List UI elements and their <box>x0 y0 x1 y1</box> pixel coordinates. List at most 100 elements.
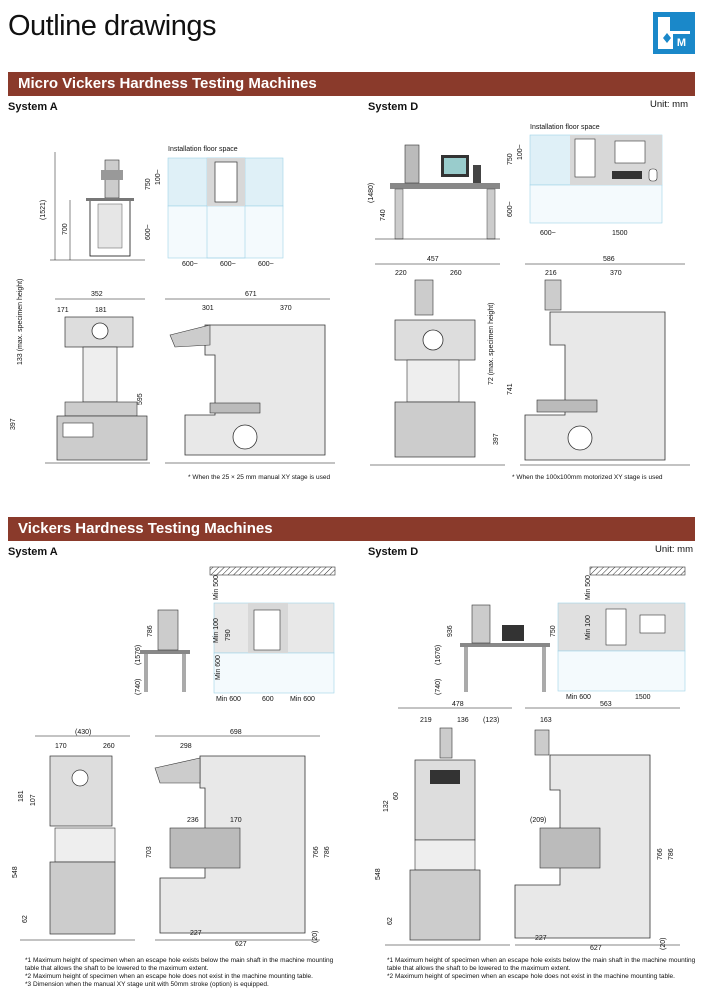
svg-text:Min 500: Min 500 <box>213 575 220 600</box>
svg-text:786: 786 <box>668 848 675 860</box>
s2d-front-side-views: 478 219 136 (123) 132 60 548 62 563 163 … <box>375 701 680 952</box>
svg-text:698: 698 <box>230 729 242 736</box>
system-a-label: System A <box>8 101 58 113</box>
svg-text:(209): (209) <box>530 817 546 824</box>
svg-text:740: 740 <box>380 209 387 221</box>
svg-text:170: 170 <box>55 743 67 750</box>
section-banner-micro-vickers: Micro Vickers Hardness Testing Machines <box>8 72 695 96</box>
svg-text:170: 170 <box>230 817 242 824</box>
svg-text:Installation floor space: Installation floor space <box>530 124 600 131</box>
s1d-footnote: * When the 100x100mm motorized XY stage … <box>512 474 663 481</box>
svg-text:370: 370 <box>610 270 622 277</box>
svg-text:(740): (740) <box>435 679 442 695</box>
s2a-note-1: *1 Maximum height of specimen when an es… <box>25 957 334 964</box>
svg-text:600~: 600~ <box>145 224 152 240</box>
s2a-notes: *1 Maximum height of specimen when an es… <box>25 957 355 989</box>
svg-text:132: 132 <box>383 800 390 812</box>
svg-text:1500: 1500 <box>612 230 628 237</box>
svg-text:(1521): (1521) <box>40 200 47 220</box>
svg-text:766: 766 <box>657 848 664 860</box>
svg-text:457: 457 <box>427 256 439 263</box>
svg-text:227: 227 <box>535 935 547 942</box>
svg-text:(123): (123) <box>483 717 499 724</box>
svg-text:(1576): (1576) <box>135 645 142 665</box>
svg-text:370: 370 <box>280 305 292 312</box>
svg-text:100~: 100~ <box>155 169 162 185</box>
svg-text:(1676): (1676) <box>435 645 442 665</box>
svg-text:220: 220 <box>395 270 407 277</box>
s1d-floor-diagram: (1480) 740 Installation floor space 750 … <box>368 124 663 240</box>
s2d-floor-diagram: Min 500 Min 100 750 Min 600 1500 936 (16… <box>435 566 686 701</box>
svg-text:(1480): (1480) <box>368 183 375 203</box>
svg-text:352: 352 <box>91 291 103 298</box>
svg-text:133 (max. specimen height): 133 (max. specimen height) <box>17 279 24 365</box>
svg-text:72 (max. specimen height): 72 (max. specimen height) <box>488 303 495 385</box>
svg-text:136: 136 <box>457 717 469 724</box>
system-a-label-2: System A <box>8 546 58 558</box>
s1a-floor-diagram: (1521) 700 Installation floor space 750 … <box>40 146 284 268</box>
svg-text:563: 563 <box>600 701 612 708</box>
svg-text:600~: 600~ <box>220 261 236 268</box>
s2d-notes: *1 Maximum height of specimen when an es… <box>387 957 697 981</box>
svg-text:(20): (20) <box>312 931 319 943</box>
s1a-front-side-views: 352 171 181 133 (max. specimen height) 5… <box>10 279 335 464</box>
s2a-note-3: *3 Dimension when the manual XY stage un… <box>25 981 269 988</box>
svg-text:786: 786 <box>147 625 154 637</box>
svg-text:790: 790 <box>225 629 232 641</box>
svg-text:219: 219 <box>420 717 432 724</box>
svg-text:100~: 100~ <box>517 144 524 160</box>
svg-text:(20): (20) <box>660 938 667 950</box>
svg-text:M: M <box>677 37 686 49</box>
svg-text:260: 260 <box>103 743 115 750</box>
svg-text:595: 595 <box>137 393 144 405</box>
svg-text:627: 627 <box>590 945 602 952</box>
system-d-label-2: System D <box>368 546 419 558</box>
svg-text:600~: 600~ <box>182 261 198 268</box>
svg-text:298: 298 <box>180 743 192 750</box>
svg-text:1500: 1500 <box>635 694 651 701</box>
svg-text:600~: 600~ <box>507 201 514 217</box>
svg-text:397: 397 <box>493 433 500 445</box>
unit-label-2: Unit: mm <box>655 544 693 555</box>
svg-text:750: 750 <box>507 153 514 165</box>
svg-text:Min 600: Min 600 <box>216 696 241 703</box>
svg-text:766: 766 <box>313 846 320 858</box>
page-title: Outline drawings <box>8 10 217 42</box>
svg-text:700: 700 <box>62 223 69 235</box>
svg-text:586: 586 <box>603 256 615 263</box>
svg-text:548: 548 <box>12 866 19 878</box>
svg-text:163: 163 <box>540 717 552 724</box>
svg-text:397: 397 <box>10 418 17 430</box>
svg-text:703: 703 <box>146 846 153 858</box>
svg-text:Installation floor space: Installation floor space <box>168 146 238 153</box>
brand-logo-icon: M <box>658 17 690 49</box>
svg-text:171: 171 <box>57 307 69 314</box>
system-d-label: System D <box>368 101 419 113</box>
svg-text:62: 62 <box>387 917 394 925</box>
svg-text:236: 236 <box>187 817 199 824</box>
s1a-footnote: * When the 25 × 25 mm manual XY stage is… <box>188 474 331 481</box>
s2a-front-side-views: (430) 170 260 181 107 548 62 698 298 236… <box>12 729 331 948</box>
svg-text:478: 478 <box>452 701 464 708</box>
svg-text:Min 600: Min 600 <box>215 655 222 680</box>
svg-text:Min 100: Min 100 <box>213 618 220 643</box>
svg-text:627: 627 <box>235 941 247 948</box>
svg-text:600~: 600~ <box>258 261 274 268</box>
s2a-note-1b: table that allows the shaft to be lowere… <box>25 965 209 972</box>
svg-text:Min 600: Min 600 <box>566 694 591 701</box>
svg-text:216: 216 <box>545 270 557 277</box>
svg-text:786: 786 <box>324 846 331 858</box>
svg-text:750: 750 <box>550 625 557 637</box>
svg-text:227: 227 <box>190 930 202 937</box>
svg-text:Min 600: Min 600 <box>290 696 315 703</box>
s2d-note-1b: table that allows the shaft to be lowere… <box>387 965 571 972</box>
svg-text:260: 260 <box>450 270 462 277</box>
svg-text:(430): (430) <box>75 729 91 736</box>
s2d-note-1: *1 Maximum height of specimen when an es… <box>387 957 696 964</box>
svg-text:936: 936 <box>447 625 454 637</box>
svg-text:600~: 600~ <box>540 230 556 237</box>
unit-label: Unit: mm <box>650 99 688 110</box>
svg-text:181: 181 <box>18 790 25 802</box>
svg-text:Min 500: Min 500 <box>585 575 592 600</box>
s2d-note-2: *2 Maximum height of specimen when an es… <box>387 973 675 980</box>
